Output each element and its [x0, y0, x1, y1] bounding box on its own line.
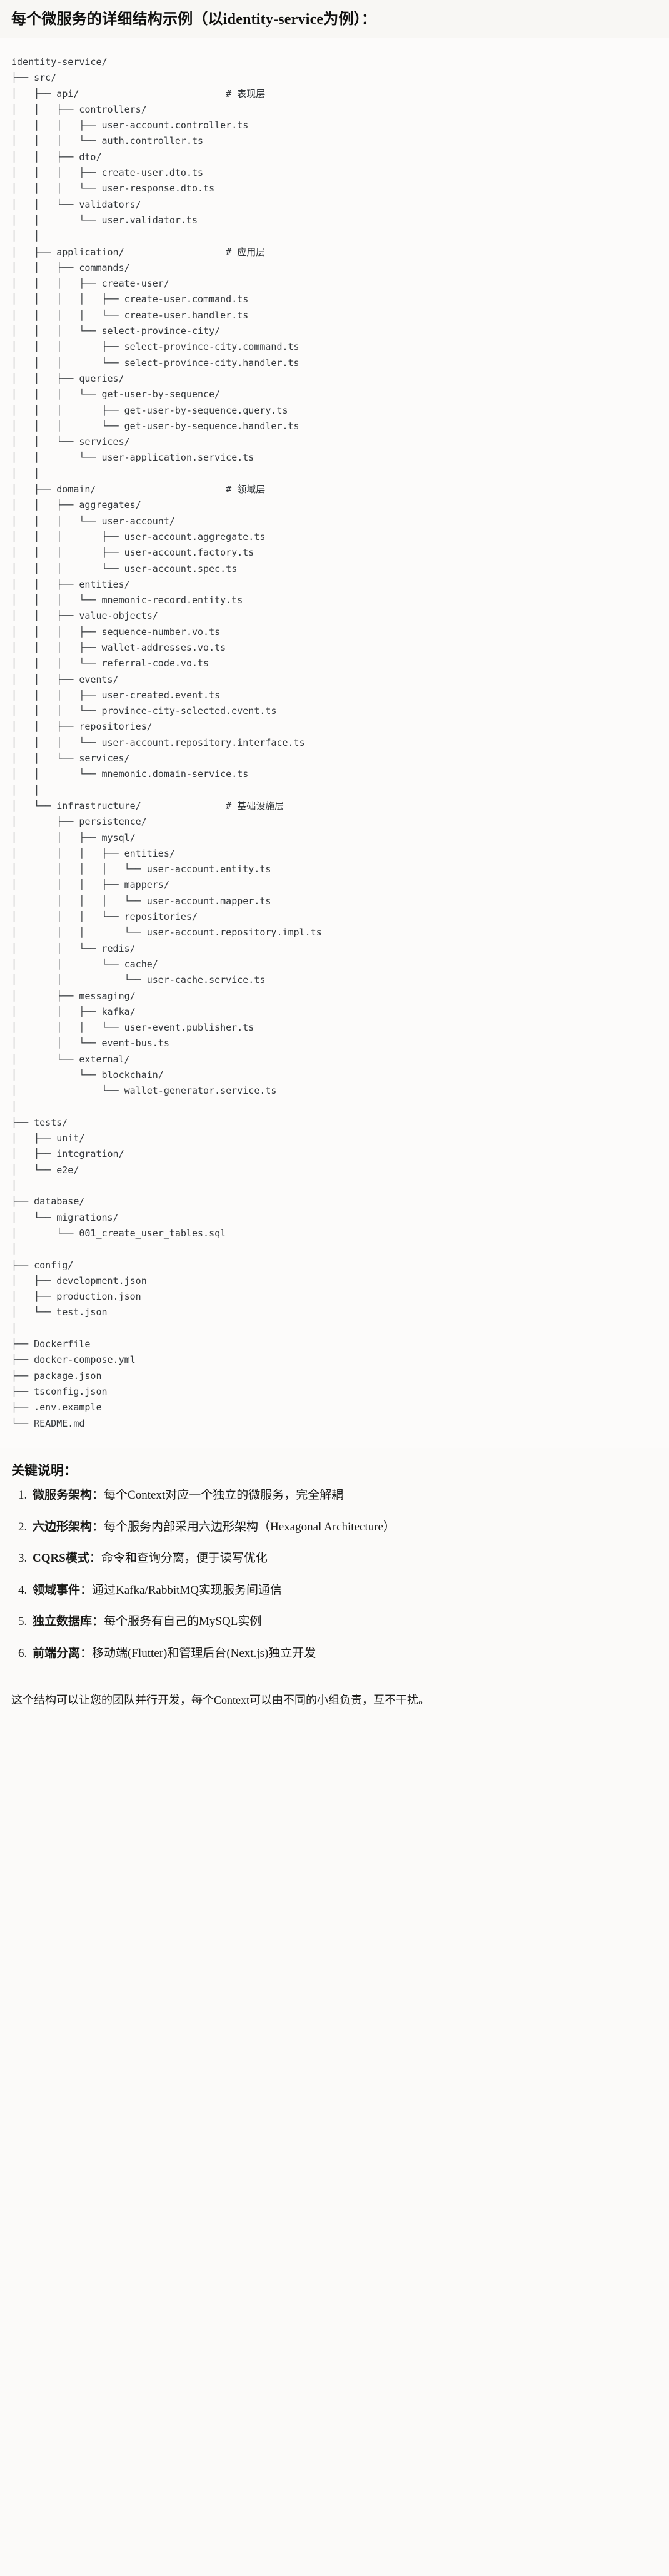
note-term: 前端分离 — [33, 1646, 81, 1660]
note-description: 命令和查询分离，便于读写优化 — [101, 1552, 268, 1565]
key-notes-section: 关键说明： 微服务架构：每个Context对应一个独立的微服务，完全解耦 六边形… — [0, 1448, 669, 1681]
note-term: 独立数据库 — [33, 1615, 93, 1629]
directory-tree-text: identity-service/ ├── src/ │ ├── api/ # … — [11, 56, 322, 1429]
note-term: 六边形架构 — [33, 1520, 93, 1534]
note-description: 每个服务有自己的MySQL实例 — [104, 1615, 262, 1629]
page-title: 每个微服务的详细结构示例（以identity-service为例）： — [11, 11, 377, 28]
directory-tree-code-block: identity-service/ ├── src/ │ ├── api/ # … — [0, 38, 669, 1448]
list-item: 独立数据库：每个服务有自己的MySQL实例 — [30, 1613, 658, 1631]
list-item: 前端分离：移动端(Flutter)和管理后台(Next.js)独立开发 — [30, 1645, 658, 1662]
note-separator: ： — [92, 1489, 104, 1502]
note-description: 每个服务内部采用六边形架构（Hexagonal Architecture） — [104, 1520, 395, 1534]
key-notes-list: 微服务架构：每个Context对应一个独立的微服务，完全解耦 六边形架构：每个服… — [11, 1487, 658, 1662]
note-description: 移动端(Flutter)和管理后台(Next.js)独立开发 — [92, 1646, 316, 1660]
note-term: 微服务架构 — [33, 1489, 93, 1502]
note-term: 领域事件 — [33, 1583, 81, 1597]
list-item: 六边形架构：每个服务内部采用六边形架构（Hexagonal Architectu… — [30, 1519, 658, 1536]
note-separator: ： — [92, 1615, 104, 1629]
note-description: 每个Context对应一个独立的微服务，完全解耦 — [104, 1489, 344, 1502]
note-separator: ： — [80, 1583, 93, 1597]
closing-paragraph: 这个结构可以让您的团队并行开发，每个Context可以由不同的小组负责，互不干扰… — [11, 1694, 430, 1707]
document-page: 每个微服务的详细结构示例（以identity-service为例）： ident… — [0, 0, 669, 1723]
note-description: 通过Kafka/RabbitMQ实现服务间通信 — [92, 1583, 283, 1597]
document-header: 每个微服务的详细结构示例（以identity-service为例）： — [0, 0, 669, 38]
list-item: 领域事件：通过Kafka/RabbitMQ实现服务间通信 — [30, 1582, 658, 1599]
note-separator: ： — [89, 1552, 101, 1565]
note-separator: ： — [92, 1520, 104, 1534]
list-item: CQRS模式：命令和查询分离，便于读写优化 — [30, 1550, 658, 1567]
note-term: CQRS模式 — [33, 1552, 89, 1565]
key-notes-title: 关键说明： — [11, 1462, 77, 1478]
note-separator: ： — [80, 1646, 93, 1660]
list-item: 微服务架构：每个Context对应一个独立的微服务，完全解耦 — [30, 1487, 658, 1504]
